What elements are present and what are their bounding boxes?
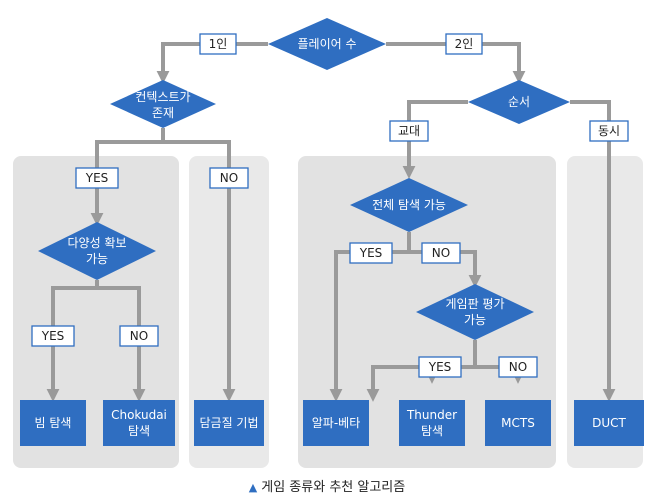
svg-text:DUCT: DUCT xyxy=(592,416,626,430)
svg-text:순서: 순서 xyxy=(508,95,530,109)
connector-order-alternating xyxy=(402,100,468,179)
svg-text:YES: YES xyxy=(85,171,109,185)
svg-text:MCTS: MCTS xyxy=(501,416,535,430)
result-annealing: 담금질 기법 xyxy=(194,400,264,446)
result-mcts: MCTS xyxy=(485,400,551,446)
svg-text:전체 탐색 가능: 전체 탐색 가능 xyxy=(372,198,446,212)
svg-text:NO: NO xyxy=(220,171,238,185)
svg-text:컨텍스트가: 컨텍스트가 xyxy=(135,90,190,104)
svg-text:1인: 1인 xyxy=(209,37,228,51)
decision-full-search: 전체 탐색 가능 xyxy=(350,178,468,232)
svg-text:다양성 확보: 다양성 확보 xyxy=(67,236,126,250)
svg-text:YES: YES xyxy=(41,329,65,343)
svg-text:NO: NO xyxy=(130,329,148,343)
result-chokudai: Chokudai 탐색 xyxy=(103,400,175,446)
svg-text:플레이어 수: 플레이어 수 xyxy=(297,37,356,51)
caption-text: 게임 종류와 추천 알고리즘 xyxy=(261,480,406,495)
svg-text:담금질 기법: 담금질 기법 xyxy=(199,416,258,430)
svg-text:가능: 가능 xyxy=(86,252,108,266)
svg-text:Thunder: Thunder xyxy=(406,408,457,422)
result-beam-search: 빔 탐색 xyxy=(20,400,86,446)
decision-order: 순서 xyxy=(468,80,570,124)
result-alpha-beta: 알파-베타 xyxy=(303,400,369,446)
label-board-yes: YES xyxy=(418,356,462,378)
label-context-yes: YES xyxy=(75,167,119,189)
svg-text:알파-베타: 알파-베타 xyxy=(312,416,361,430)
svg-text:탐색: 탐색 xyxy=(421,424,443,438)
svg-text:Chokudai: Chokudai xyxy=(111,408,167,422)
decision-players: 플레이어 수 xyxy=(268,18,386,70)
connector-diversity-no xyxy=(97,286,146,402)
svg-text:YES: YES xyxy=(428,360,452,374)
label-fullsearch-yes: YES xyxy=(349,242,393,264)
decision-board-eval: 게임판 평가 가능 xyxy=(416,284,534,340)
svg-text:NO: NO xyxy=(509,360,527,374)
svg-text:존재: 존재 xyxy=(152,106,174,120)
connector-order-simultaneous xyxy=(570,100,616,402)
result-thunder: Thunder 탐색 xyxy=(399,400,465,446)
decision-context: 컨텍스트가 존재 xyxy=(110,80,216,128)
label-board-no: NO xyxy=(498,356,538,378)
decision-diversity: 다양성 확보 가능 xyxy=(38,222,156,280)
result-duct: DUCT xyxy=(574,400,644,446)
triangle-icon: ▲ xyxy=(248,481,258,494)
connector-context-no xyxy=(163,140,236,402)
label-diversity-no: NO xyxy=(119,325,159,347)
svg-text:2인: 2인 xyxy=(455,37,474,51)
svg-text:가능: 가능 xyxy=(464,313,486,327)
svg-text:YES: YES xyxy=(359,246,383,260)
label-simultaneous: 동시 xyxy=(589,120,629,142)
label-diversity-yes: YES xyxy=(31,325,75,347)
label-alternating: 교대 xyxy=(389,120,429,142)
label-two-player: 2인 xyxy=(445,33,483,55)
svg-text:NO: NO xyxy=(432,246,450,260)
label-fullsearch-no: NO xyxy=(421,242,461,264)
label-context-no: NO xyxy=(209,167,249,189)
label-one-player: 1인 xyxy=(199,33,237,55)
svg-text:탐색: 탐색 xyxy=(128,424,150,438)
connector-root-two xyxy=(386,42,526,84)
figure-caption: ▲게임 종류와 추천 알고리즘 xyxy=(0,476,654,495)
svg-text:빔 탐색: 빔 탐색 xyxy=(35,416,72,430)
panel-simultaneous xyxy=(567,156,643,468)
svg-text:교대: 교대 xyxy=(398,124,420,138)
svg-text:게임판 평가: 게임판 평가 xyxy=(445,297,504,311)
svg-text:동시: 동시 xyxy=(598,124,620,138)
